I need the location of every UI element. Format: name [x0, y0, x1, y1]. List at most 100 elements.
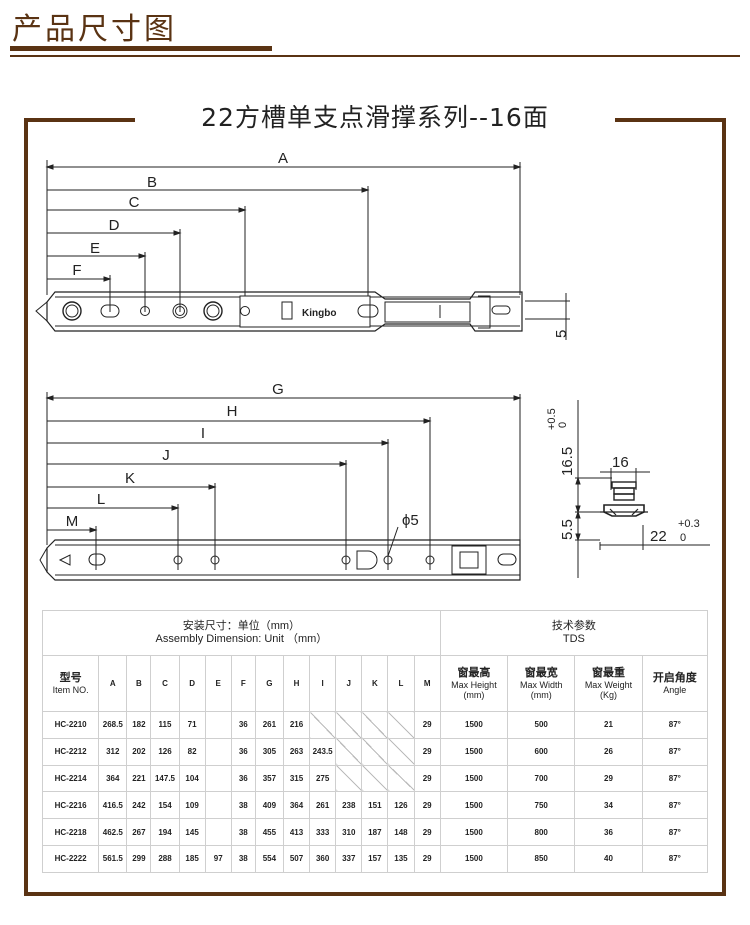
- dimension-cell: 29: [413, 791, 441, 820]
- tds-col-en: Max Width: [519, 680, 563, 690]
- label-g: G: [272, 381, 284, 398]
- dimension-cell: [361, 737, 389, 766]
- col-header: J: [335, 655, 363, 712]
- dimension-cell: [387, 737, 415, 766]
- dimension-cell: 288: [150, 844, 180, 873]
- dimension-cell: 242: [126, 791, 152, 820]
- item-number-cell: HC-2222: [41, 844, 100, 873]
- section-width-tol-upper: +0.3: [678, 518, 700, 530]
- dimension-cell: 126: [387, 791, 415, 820]
- tds-col-en: Max Weight: [584, 680, 633, 690]
- dimension-cell: 36: [230, 764, 256, 793]
- title-underline-bar: [10, 46, 272, 51]
- tds-cell: 500: [507, 711, 576, 739]
- tds-cell: 36: [574, 818, 643, 846]
- col-header: K: [361, 655, 389, 712]
- dimension-cell: 71: [178, 711, 206, 739]
- label-k: K: [125, 470, 135, 487]
- dimension-cell: 305: [254, 737, 284, 766]
- section-height-tol-upper: +0.5: [546, 408, 558, 430]
- dimension-cell: 409: [254, 791, 284, 820]
- dimension-cell: 157: [361, 844, 389, 873]
- dimension-cell: 109: [178, 791, 206, 820]
- dimension-cell: 275: [309, 764, 337, 793]
- tds-col-cn: 窗最高: [457, 667, 491, 679]
- tds-col-en: Max Height: [451, 680, 497, 690]
- dimension-cell: [387, 711, 415, 739]
- tds-cell: 40: [574, 844, 643, 873]
- tds-col-unit: (Kg): [599, 690, 617, 700]
- tds-cell: 21: [574, 711, 643, 739]
- tds-cell: 750: [507, 791, 576, 820]
- dimension-cell: [361, 711, 389, 739]
- tds-cell: 87°: [641, 791, 709, 820]
- dimension-cell: [335, 737, 363, 766]
- dimension-cell: 554: [254, 844, 284, 873]
- dimension-cell: 416.5: [98, 791, 128, 820]
- label-j: J: [162, 447, 170, 464]
- section-view: [575, 400, 710, 578]
- section-base-dim: 5.5: [559, 519, 576, 540]
- dimension-cell: 126: [150, 737, 180, 766]
- dimension-cell: 561.5: [98, 844, 128, 873]
- col-header: B: [126, 655, 152, 712]
- tds-cell: 87°: [641, 818, 709, 846]
- dimension-cell: 82: [178, 737, 206, 766]
- dimension-cell: [309, 711, 337, 739]
- hole-diameter-dim: ϕ5: [402, 512, 419, 529]
- col-header: F: [230, 655, 256, 712]
- tds-cell: 29: [574, 764, 643, 793]
- col-header: A: [98, 655, 128, 712]
- item-number-cell: HC-2210: [41, 711, 100, 739]
- dimension-cell: 104: [178, 764, 206, 793]
- dimension-cell: 337: [335, 844, 363, 873]
- dimension-cell: 455: [254, 818, 284, 846]
- dimension-cell: 154: [150, 791, 180, 820]
- dimension-cell: 29: [413, 844, 441, 873]
- tds-col-cn: 窗最重: [592, 667, 625, 679]
- dimension-cell: 238: [335, 791, 363, 820]
- title-rule: [10, 55, 740, 57]
- label-a: A: [278, 150, 288, 167]
- tds-cell: 1500: [439, 818, 509, 846]
- dimension-cell: 413: [282, 818, 311, 846]
- tds-cell: 87°: [641, 844, 709, 873]
- dimension-cell: [387, 764, 415, 793]
- tds-col-cn: 开启角度: [652, 672, 697, 684]
- tds-col-en: Angle: [663, 685, 687, 695]
- label-l: L: [97, 491, 105, 508]
- tds-cell: 1500: [439, 791, 509, 820]
- col-header: I: [309, 655, 337, 712]
- dimension-cell: 299: [126, 844, 152, 873]
- dimension-cell: [335, 711, 363, 739]
- dimension-cell: 29: [413, 818, 441, 846]
- dimension-cell: 148: [387, 818, 415, 846]
- dimension-cell: 357: [254, 764, 284, 793]
- assembly-header-en: Assembly Dimension: Unit （mm）: [155, 633, 328, 645]
- col-header: C: [150, 655, 180, 712]
- series-title: 22方槽单支点滑撑系列--16面: [135, 96, 615, 140]
- dimension-drawings: A B C D E F Kingbo 5: [35, 150, 710, 581]
- dimension-cell: 151: [361, 791, 389, 820]
- dimension-cell: 145: [178, 818, 206, 846]
- tds-cell: 1500: [439, 711, 509, 739]
- col-header: H: [282, 655, 311, 712]
- dimension-cell: 310: [335, 818, 363, 846]
- item-header-cn: 型号: [59, 672, 82, 684]
- rail-height-dim: 5: [553, 330, 570, 338]
- col-header: L: [387, 655, 415, 712]
- dimension-cell: 507: [282, 844, 311, 873]
- dimension-cell: 115: [150, 711, 180, 739]
- dimension-cell: 261: [254, 711, 284, 739]
- label-b: B: [147, 174, 157, 191]
- top-drawing-labels: A B C D E F Kingbo 5: [72, 150, 570, 338]
- item-number-cell: HC-2214: [41, 764, 100, 793]
- dimension-cell: 202: [126, 737, 152, 766]
- section-width-tol-lower: 0: [680, 532, 686, 544]
- dimension-cell: 221: [126, 764, 152, 793]
